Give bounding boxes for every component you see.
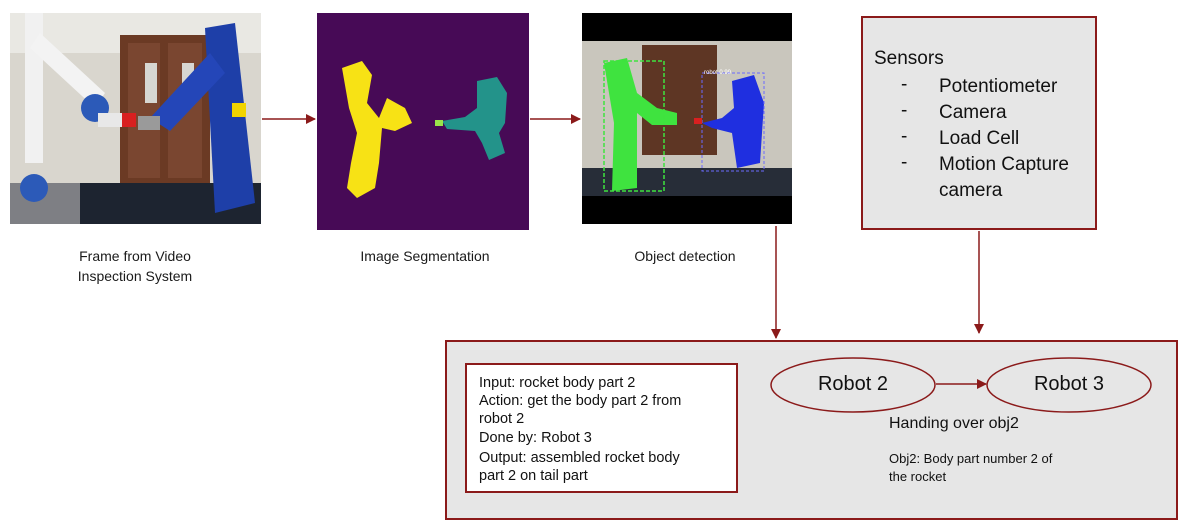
caption-frame-line-2: Inspection System	[77, 268, 193, 284]
sensor-item-motion-capture: Motion Capture	[939, 154, 1069, 175]
ellipse-robot-3	[986, 357, 1152, 413]
task-line-input: Input: rocket body part 2	[479, 375, 636, 391]
task-line-action-cont: robot 2	[479, 411, 525, 427]
sensor-item-load-cell: Load Cell	[939, 128, 1020, 149]
frame-photo-drawing	[10, 13, 261, 224]
sensor-dash-2: -	[901, 100, 908, 121]
detection-robot-label: robot 0.99	[704, 70, 732, 76]
sensors-title: Sensors	[874, 48, 944, 69]
handover-note-line-1: Obj2: Body part number 2 of	[889, 451, 1053, 466]
caption-detection: Object detection	[634, 248, 736, 264]
frame-photo	[10, 13, 261, 224]
task-line-output-cont: part 2 on tail part	[479, 468, 588, 484]
handover-note: Obj2: Body part number 2 of the rocket	[889, 450, 1052, 486]
sensor-dash-4: -	[901, 152, 908, 173]
detection-drawing: robot 0.99	[582, 13, 792, 224]
caption-frame-line-1: Frame from Video	[79, 248, 191, 264]
task-line-output: Output: assembled rocket body	[479, 450, 680, 466]
sensors-box	[861, 16, 1097, 230]
caption-frame: Frame from Video Inspection System	[55, 246, 215, 286]
handover-label: Handing over obj2	[889, 415, 1019, 432]
sensor-dash-1: -	[901, 74, 908, 95]
task-line-action: Action: get the body part 2 from	[479, 393, 682, 409]
robot-3-label: Robot 3	[1033, 373, 1105, 395]
task-info-box	[465, 363, 738, 493]
sensor-item-potentiometer: Potentiometer	[939, 76, 1058, 97]
sensor-item-camera: Camera	[939, 102, 1007, 123]
detection-image: robot 0.99	[582, 13, 792, 224]
segmentation-image	[317, 13, 529, 230]
handover-note-line-2: the rocket	[889, 469, 947, 484]
sensor-item-motion-capture-camera: camera	[939, 180, 1003, 201]
robot-2-label: Robot 2	[817, 373, 889, 395]
caption-segmentation: Image Segmentation	[360, 248, 490, 264]
task-line-done-by: Done by: Robot 3	[479, 430, 592, 446]
ellipse-robot-2	[770, 357, 936, 413]
sensor-dash-3: -	[901, 126, 908, 147]
segmentation-drawing	[317, 13, 529, 230]
